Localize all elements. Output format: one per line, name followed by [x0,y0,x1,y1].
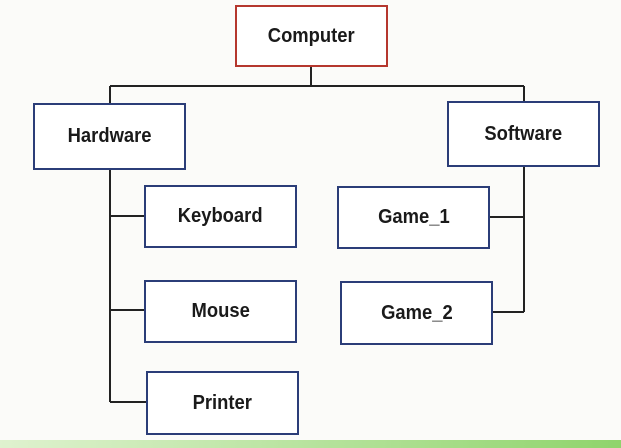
node-software: Software [447,101,600,167]
node-computer-label: Computer [268,24,355,47]
node-game-1-label: Game_1 [377,206,450,228]
node-keyboard: Keyboard [144,185,297,248]
node-mouse: Mouse [144,280,297,343]
bottom-green-strip [0,440,621,448]
node-computer: Computer [235,5,388,67]
node-hardware-label: Hardware [67,125,152,147]
node-hardware: Hardware [33,103,186,170]
node-game-1: Game_1 [337,186,490,249]
node-printer-label: Printer [192,391,253,414]
node-mouse-label: Mouse [191,300,250,322]
node-printer: Printer [146,371,299,435]
node-keyboard-label: Keyboard [178,205,263,227]
node-game-2: Game_2 [340,281,493,345]
node-game-2-label: Game_2 [380,301,453,324]
node-software-label: Software [484,122,563,145]
